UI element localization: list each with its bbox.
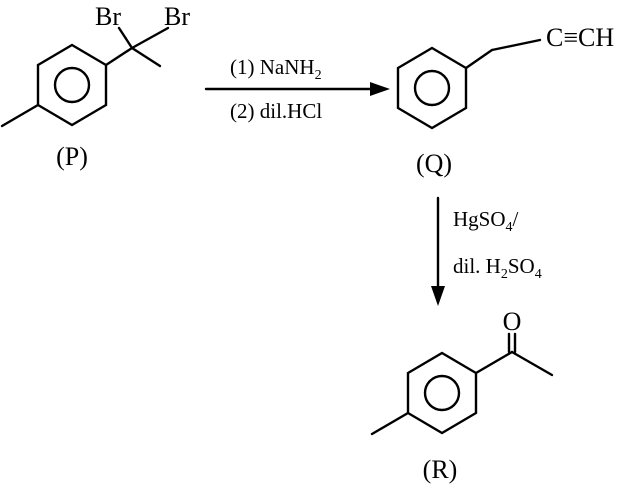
compound-p-br2-bond [130,26,170,50]
compound-p-br1-bond [117,26,134,50]
compound-p-ring-to-carbon-bond [104,46,134,67]
compound-q-benzene-ring [396,46,468,130]
reaction-1-step-1: (1) NaNH2 [230,55,322,83]
compound-p-ch3-bond [130,46,162,68]
compound-r-label: (R) [423,455,458,484]
compound-q-ring-to-alkyne-bond [464,48,494,70]
compound-p-methyl-bond [0,103,40,128]
compound-q-alkyne-bond [490,38,542,52]
compound-r-aromatic-circle [423,374,461,412]
compound-p-aromatic-circle [53,66,91,104]
compound-r: O (R) [370,307,554,484]
compound-q-label: (Q) [416,149,452,178]
compound-r-methyl-bond [370,411,410,436]
reaction-arrow-2: HgSO4/ dil. H2SO4 [431,196,542,306]
compound-p: Br Br (P) [0,2,190,171]
reaction-arrow-2-head [431,286,445,306]
compound-r-oxygen-label: O [503,307,522,336]
reaction-arrow-1: (1) NaNH2 (2) dil.HCl [204,55,390,123]
compound-r-acetyl-methyl-bond [510,350,554,377]
compound-q-aromatic-circle [413,69,451,107]
compound-r-ring-to-carbonyl-bond [474,350,514,375]
compound-p-benzene-ring [36,43,108,127]
reaction-1-step-2: (2) dil.HCl [230,99,322,123]
reaction-2-reagent-2: dil. H2SO4 [453,254,542,282]
compound-p-br1-label: Br [95,2,121,31]
reaction-2-reagent-1: HgSO4/ [453,207,519,235]
compound-r-benzene-ring [406,351,478,435]
compound-q: C≡CH (Q) [396,23,614,178]
compound-q-alkyne-label: C≡CH [546,23,614,52]
compound-p-br2-label: Br [164,2,190,31]
compound-p-label: (P) [56,142,88,171]
reaction-arrow-1-head [370,82,390,96]
